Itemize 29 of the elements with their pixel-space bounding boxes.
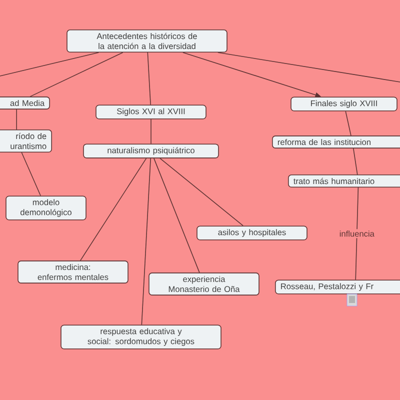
concept-box: Siglos XVI al XVIII	[96, 104, 206, 120]
connector-line	[353, 148, 358, 175]
connector-line	[21, 152, 42, 196]
connector-line	[154, 158, 200, 273]
connector-line	[218, 52, 400, 82]
concept-box: respuesta educativa y social: sordomudos y ciegos	[60, 324, 222, 350]
concept-box: modelo demonológico	[6, 196, 86, 220]
concept-box: Rosseau, Pestalozzi y Fr	[275, 280, 400, 294]
concept-box: reforma de las institucion	[272, 136, 400, 148]
edge-label: influencia	[338, 229, 376, 238]
connector-line	[345, 110, 352, 136]
concept-box: ad Media	[0, 96, 50, 110]
concept-box: Antecedentes históricos de la atención a la diversidad	[66, 30, 228, 52]
connector-line	[141, 158, 152, 326]
connector-line	[0, 52, 100, 76]
connector-line	[16, 109, 17, 130]
connector-line	[30, 52, 124, 97]
connector-line	[355, 187, 359, 280]
connector-line	[150, 118, 152, 144]
connector-line	[80, 158, 147, 261]
concept-box: experiencia Monasterio de Oña	[148, 272, 260, 296]
concept-box: ríodo de urantismo	[0, 130, 52, 152]
connector-line	[160, 158, 244, 226]
concept-box: naturalismo psiquiátrico	[83, 144, 219, 158]
connector-line	[147, 52, 151, 106]
concept-box: trato más humanitario	[288, 174, 400, 188]
concept-box: medicina: enfermos mentales	[18, 260, 128, 284]
concept-box: asilos y hospitales	[196, 226, 308, 240]
concept-box: Finales siglo XVIII	[290, 96, 398, 112]
